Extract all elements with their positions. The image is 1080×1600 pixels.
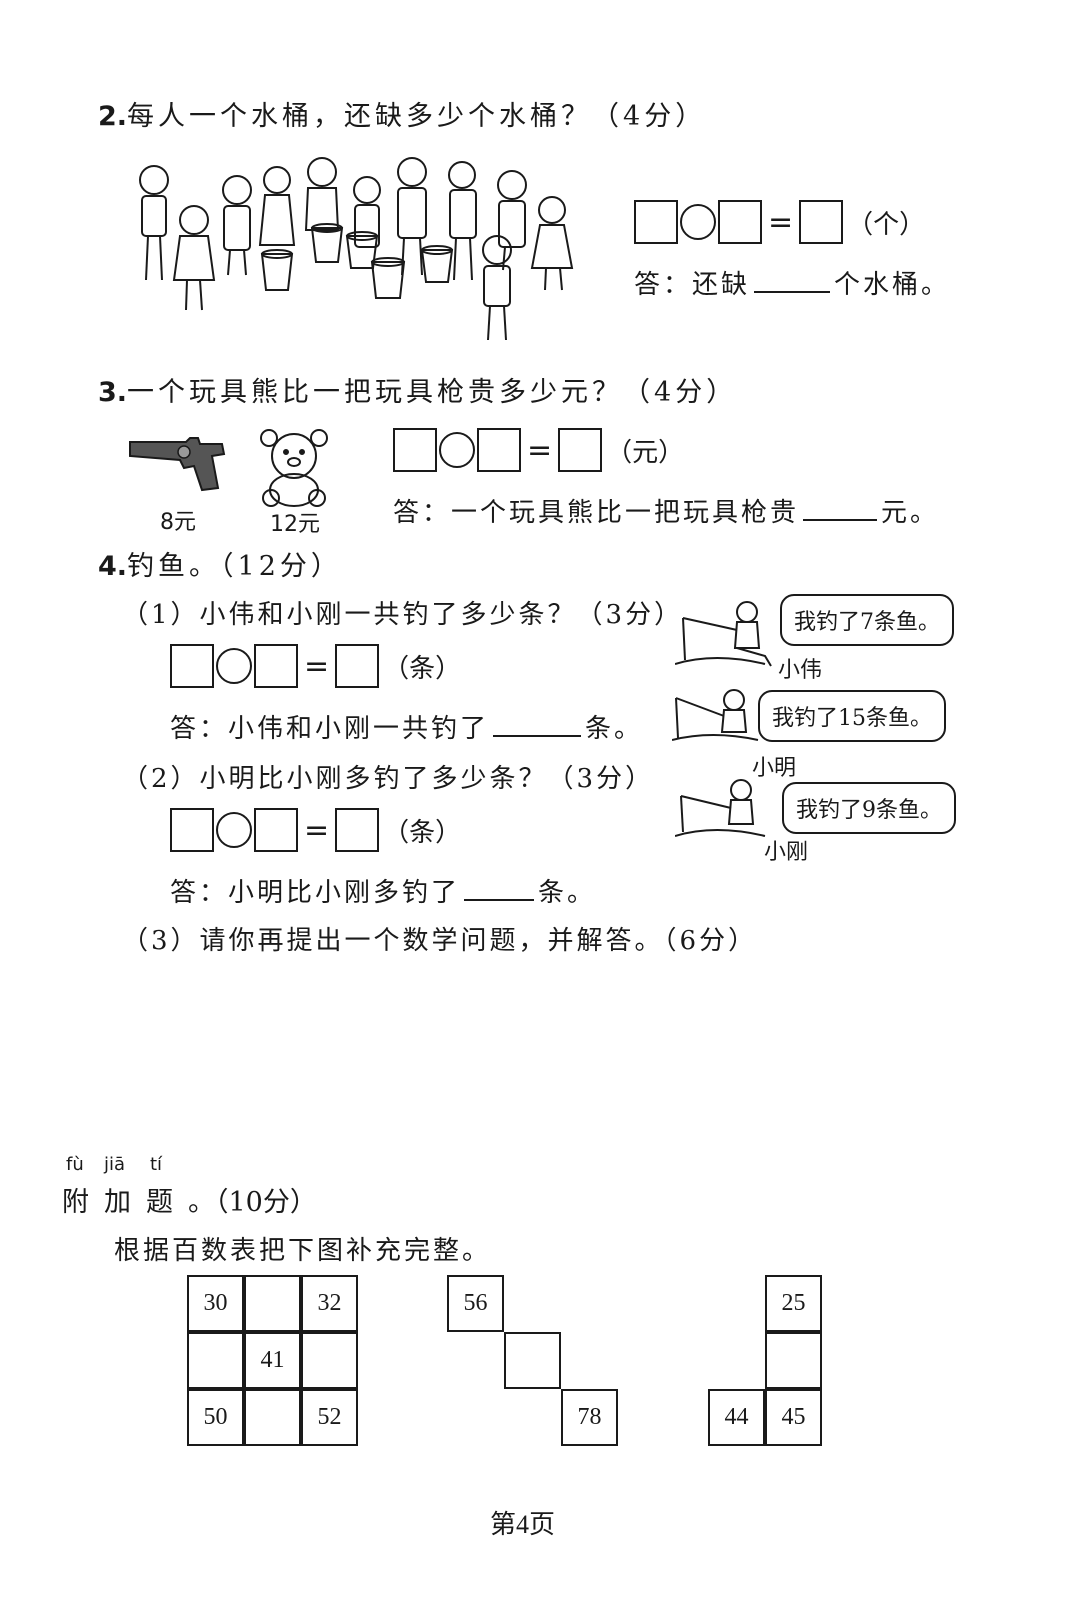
fisher-illustration-xiaogang (675, 779, 766, 837)
unit-label: （条） (383, 653, 462, 684)
q4-sub2-formula: = （条） (170, 808, 461, 852)
bear-price: 12元 (270, 512, 320, 537)
answer-box[interactable] (799, 200, 844, 244)
grid1-cell: 30 (187, 1275, 244, 1332)
q3-title: 3.一个玩具熊比一把玩具枪贵多少元？（4分） (98, 377, 738, 408)
children-with-buckets-illustration (139, 157, 574, 341)
unit-label: （条） (383, 817, 462, 848)
operator-circle[interactable] (216, 648, 252, 684)
grid1-cell[interactable] (244, 1275, 301, 1332)
grid2-cell[interactable] (504, 1332, 561, 1389)
answer-box[interactable] (335, 644, 380, 688)
operator-circle[interactable] (680, 204, 716, 240)
grid1-cell: 32 (301, 1275, 358, 1332)
q2-title: 2.每人一个水桶，还缺多少个水桶？（4分） (98, 101, 707, 132)
answer-blank[interactable] (464, 875, 535, 901)
equals-sign: = (304, 648, 330, 684)
answer-box[interactable] (393, 428, 437, 472)
grid1-cell: 50 (187, 1389, 244, 1446)
q4-sub2-answer: 答：小明比小刚多钓了条。 (170, 872, 596, 909)
page-number: 第4页 (490, 1510, 556, 1539)
operator-circle[interactable] (216, 812, 252, 848)
q4-sub1-formula: = （条） (170, 644, 461, 688)
grid1-cell[interactable] (244, 1389, 301, 1446)
fisher-illustration-xiaoming (672, 689, 759, 741)
grid1-cell: 52 (301, 1389, 358, 1446)
answer-blank[interactable] (803, 495, 878, 521)
q4-sub1-title: （1）小伟和小刚一共钓了多少条？（3分） (122, 600, 684, 630)
fisher-illustration-xiaowei (675, 601, 772, 667)
answer-box[interactable] (558, 428, 603, 472)
bonus-pinyin-2: jiā (104, 1154, 126, 1175)
answer-box[interactable] (254, 644, 298, 688)
teddy-bear-illustration (260, 429, 328, 507)
q4-title: 4.钓鱼。（12分） (98, 551, 342, 582)
toy-gun-illustration (129, 437, 226, 492)
answer-box[interactable] (477, 428, 521, 472)
answer-box[interactable] (170, 808, 214, 852)
unit-label: （元） (606, 437, 685, 468)
grid2-cell: 56 (447, 1275, 504, 1332)
q4-sub1-answer: 答：小伟和小刚一共钓了条。 (170, 708, 643, 745)
answer-box[interactable] (170, 644, 214, 688)
speech-bubble-xiaowei: 我钓了7条鱼。 (780, 594, 954, 646)
grid3-cell: 25 (765, 1275, 822, 1332)
answer-box[interactable] (335, 808, 380, 852)
equals-sign: = (304, 812, 330, 848)
bonus-instruction: 根据百数表把下图补充完整。 (114, 1236, 492, 1266)
operator-circle[interactable] (439, 432, 475, 468)
grid1-cell: 41 (244, 1332, 301, 1389)
bonus-pinyin-3: tí (150, 1154, 163, 1175)
q2-answer: 答：还缺个水桶。 (634, 264, 950, 301)
q4-sub3-title: （3）请你再提出一个数学问题，并解答。（6分） (122, 926, 758, 956)
grid3-cell: 44 (708, 1389, 765, 1446)
equals-sign: = (527, 432, 553, 468)
answer-box[interactable] (254, 808, 298, 852)
q3-formula: = （元） (393, 428, 684, 472)
answer-box[interactable] (634, 200, 678, 244)
bonus-pinyin-1: fù (66, 1154, 84, 1175)
fisher-name-xiaowei: 小伟 (778, 658, 823, 683)
grid3-cell[interactable] (765, 1332, 822, 1389)
fisher-name-xiaoming: 小明 (752, 756, 797, 781)
grid3-cell: 45 (765, 1389, 822, 1446)
q3-answer: 答：一个玩具熊比一把玩具枪贵元。 (393, 492, 939, 529)
grid1-cell[interactable] (187, 1332, 244, 1389)
speech-bubble-xiaoming: 我钓了15条鱼。 (758, 690, 946, 742)
answer-blank[interactable] (493, 711, 582, 737)
grid2-cell: 78 (561, 1389, 618, 1446)
gun-price: 8元 (160, 510, 196, 535)
bonus-title: 附加题。（10分） (62, 1187, 317, 1218)
equals-sign: = (768, 204, 794, 240)
unit-label: （个） (847, 209, 926, 240)
q4-sub2-title: （2）小明比小刚多钓了多少条？（3分） (122, 764, 655, 794)
q2-formula: = （个） (634, 200, 925, 244)
grid1-cell[interactable] (301, 1332, 358, 1389)
speech-bubble-xiaogang: 我钓了9条鱼。 (782, 782, 956, 834)
answer-box[interactable] (718, 200, 762, 244)
answer-blank[interactable] (754, 267, 831, 293)
fisher-name-xiaogang: 小刚 (764, 840, 809, 865)
